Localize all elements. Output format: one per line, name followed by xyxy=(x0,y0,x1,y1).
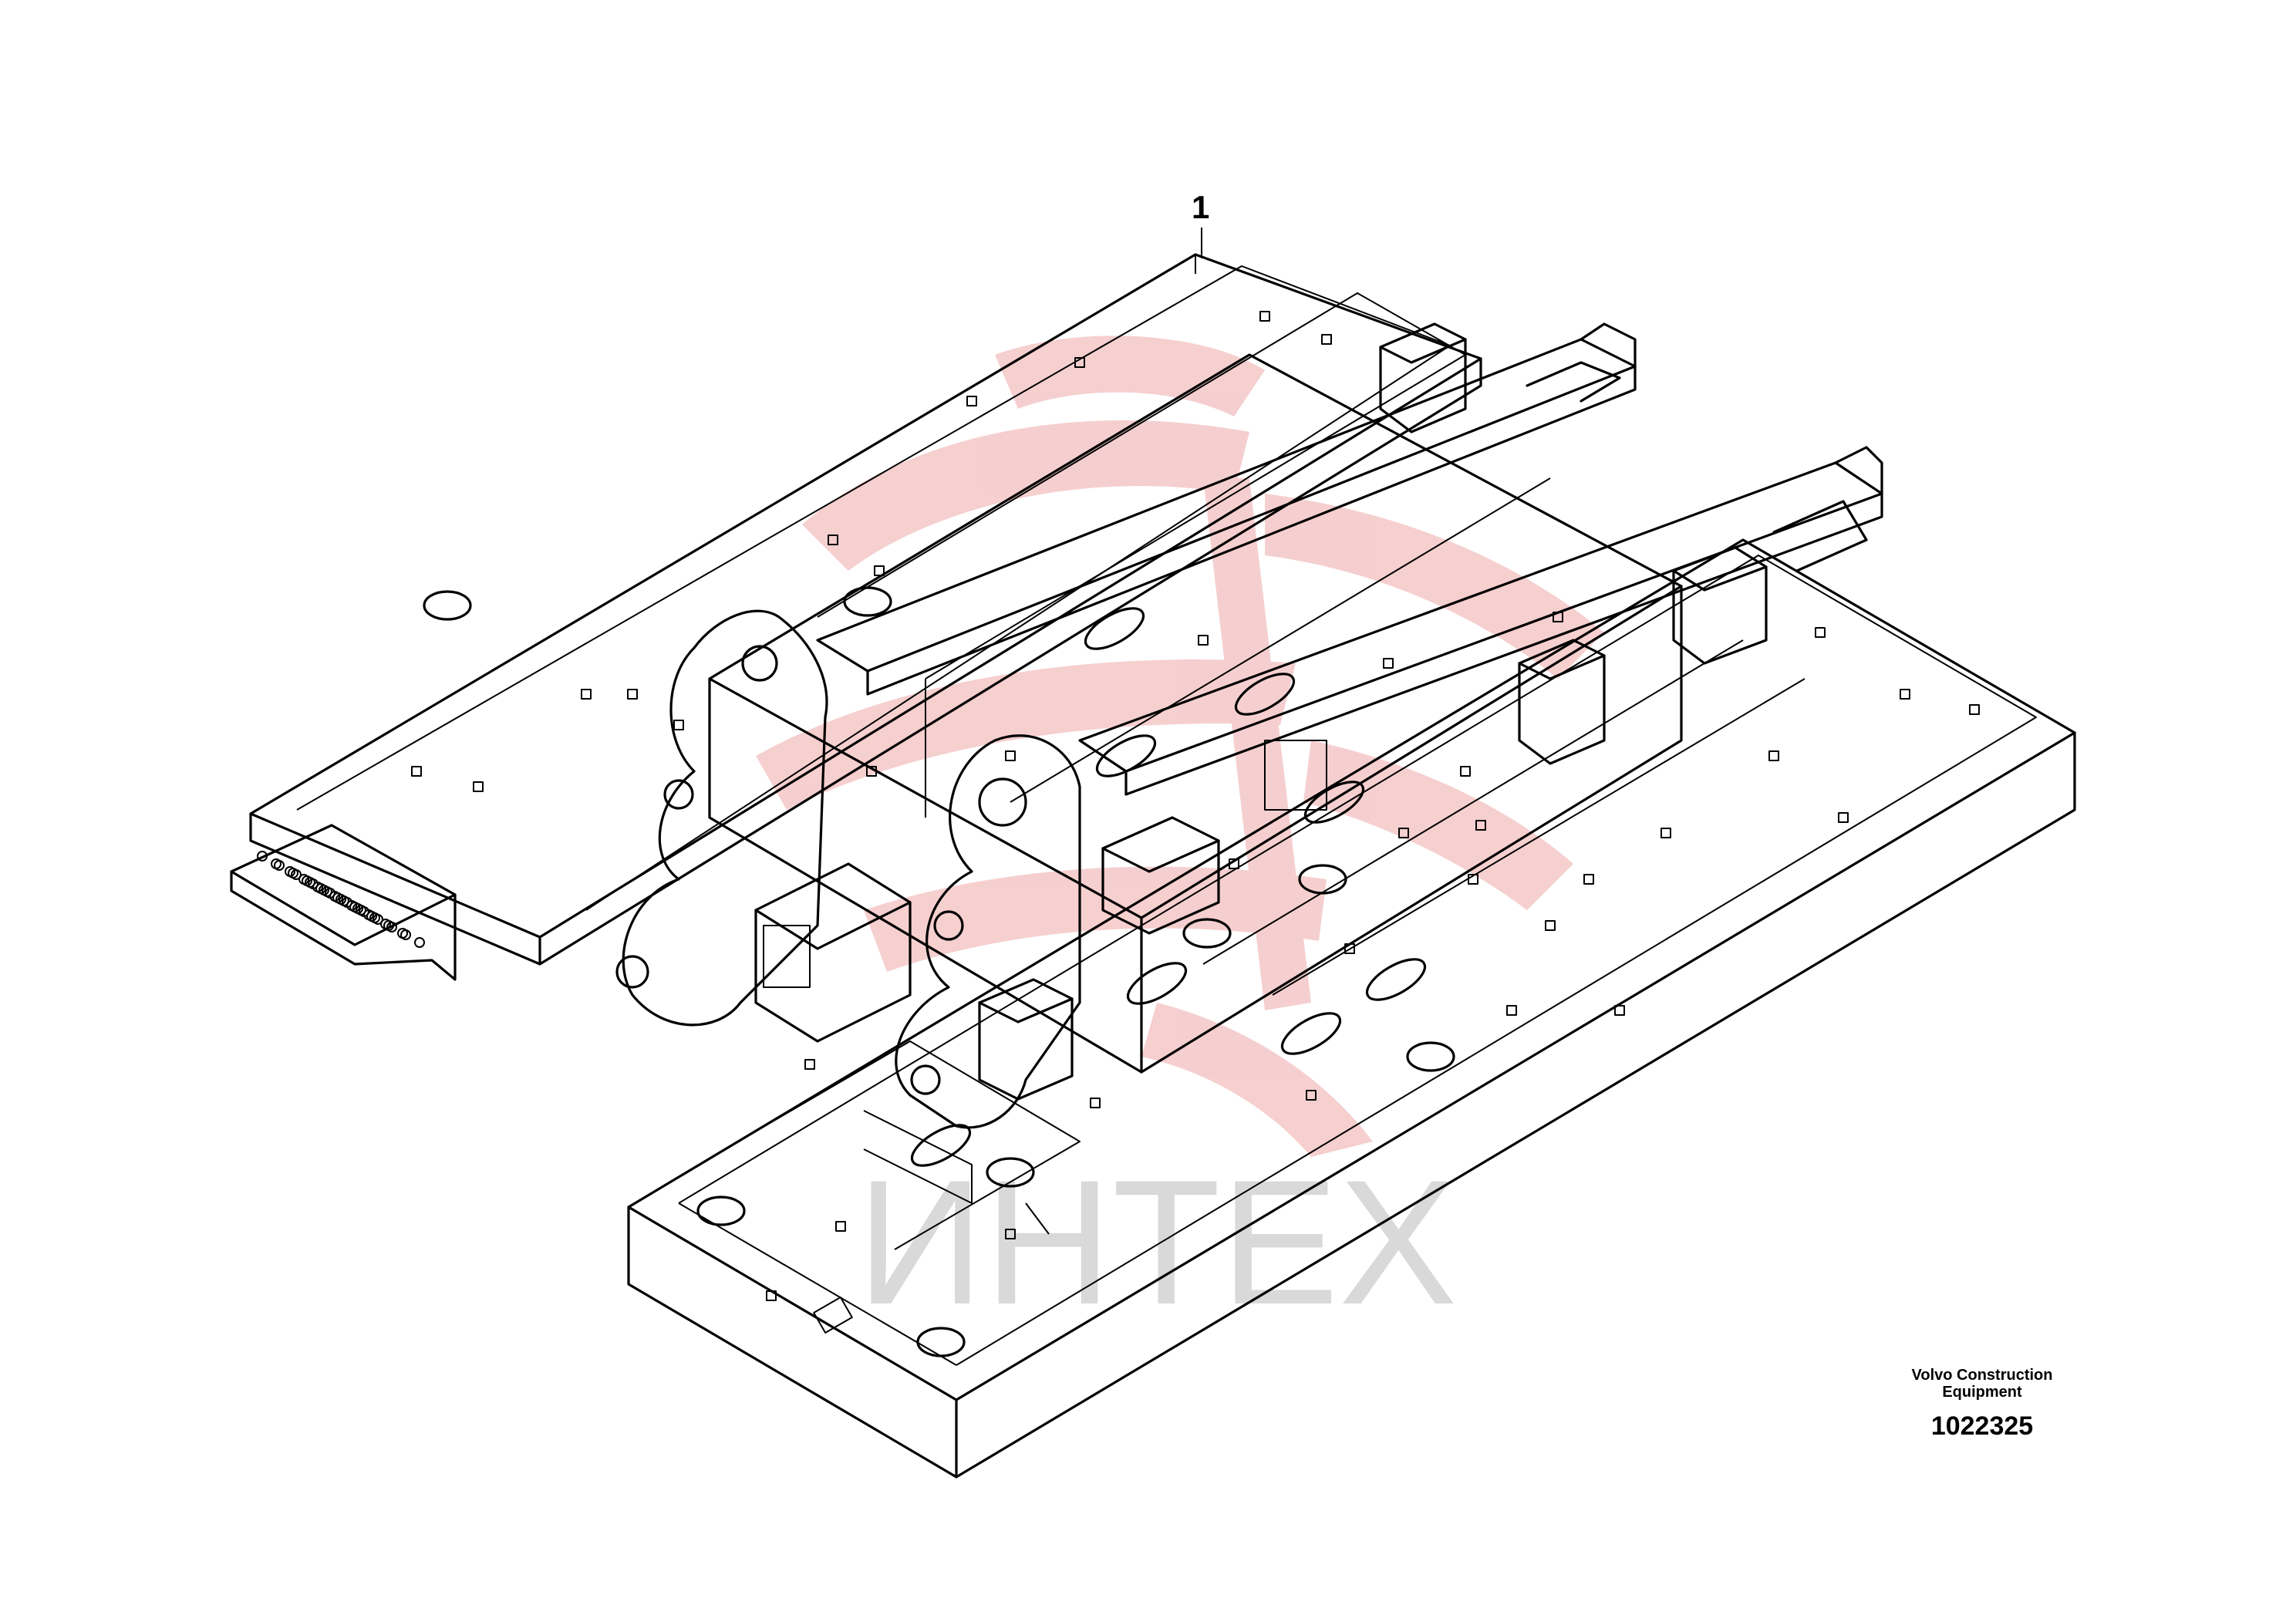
fastener-nut xyxy=(1306,1090,1317,1101)
oval-cutout xyxy=(1095,734,1157,777)
fastener-nut xyxy=(1969,704,1980,715)
oval-cutout xyxy=(1365,958,1427,1001)
fastener-nut xyxy=(766,1290,777,1301)
oval-cutout xyxy=(910,1124,972,1167)
boom-mount-bracket-left xyxy=(615,609,828,1027)
boom-beam-upper xyxy=(816,322,1637,696)
fastener-nut xyxy=(835,1221,846,1232)
boom-beam-lower xyxy=(1078,446,1883,796)
oval-cutout xyxy=(1126,962,1188,1005)
fastener-nut xyxy=(874,565,885,576)
step-hole xyxy=(298,874,309,885)
fastener-nut xyxy=(966,396,977,406)
fastener-nut xyxy=(1553,612,1563,622)
fastener-nut xyxy=(673,720,684,730)
tank-mount-brackets xyxy=(1379,322,1768,765)
fastener-nut xyxy=(1475,820,1486,831)
fastener-nut xyxy=(1398,828,1409,838)
fastener-nut xyxy=(627,689,638,700)
step-hole xyxy=(329,891,340,902)
step-hole xyxy=(380,919,391,929)
fastener-nut xyxy=(1583,874,1594,885)
fastener-nut xyxy=(1198,635,1209,646)
fastener-nut xyxy=(1506,1005,1517,1016)
oval-cutouts xyxy=(910,607,1427,1167)
fastener-nut xyxy=(473,781,484,792)
round-port xyxy=(423,590,472,621)
callout-label-1: 1 xyxy=(1192,189,1210,225)
part-number: 1022325 xyxy=(1930,1411,2034,1441)
fastener-nut xyxy=(1545,920,1556,931)
step-hole xyxy=(285,866,295,877)
round-ports xyxy=(423,586,1455,1357)
step-hole xyxy=(346,900,357,911)
fastener-nut xyxy=(866,766,877,777)
fastener-nut xyxy=(1614,1005,1625,1016)
fastener-nut xyxy=(1229,858,1239,869)
fastener-nut xyxy=(804,1059,815,1070)
fastener-nut xyxy=(411,766,422,777)
boom-mount-bracket-right xyxy=(895,734,1081,1129)
step-plate-holes xyxy=(257,851,425,948)
fastener-nut xyxy=(581,689,592,700)
oval-cutout xyxy=(1084,607,1145,650)
round-port xyxy=(1406,1041,1455,1072)
drawing-caption: Volvo Construction Equipment 1022325 xyxy=(1805,1367,2159,1442)
round-port xyxy=(696,1195,746,1226)
fastener-nut xyxy=(1321,334,1332,345)
round-port xyxy=(986,1157,1035,1188)
fastener-nut xyxy=(1900,689,1910,700)
company-name-line1: Volvo Construction xyxy=(1911,1367,2053,1384)
fastener-nut xyxy=(828,534,838,545)
fastener-nut xyxy=(1090,1098,1101,1108)
central-frame-body xyxy=(708,292,1805,1074)
fastener-nut xyxy=(1383,658,1394,669)
fastener-nut xyxy=(1259,311,1270,322)
round-port xyxy=(1298,864,1347,895)
step-hole xyxy=(363,909,374,920)
company-name-line2: Equipment xyxy=(1942,1384,2022,1401)
fastener-nut xyxy=(1005,750,1016,761)
step-hole xyxy=(312,882,323,892)
step-hole xyxy=(257,851,268,862)
step-hole xyxy=(397,928,408,939)
step-hole xyxy=(271,858,282,869)
fastener-nut xyxy=(1468,874,1478,885)
oval-cutout xyxy=(1280,1012,1342,1055)
round-port xyxy=(843,586,892,617)
watermark-logo xyxy=(756,336,1604,1157)
round-port xyxy=(1182,918,1232,949)
fasteners xyxy=(411,311,1980,1301)
fastener-nut xyxy=(1460,766,1471,777)
fastener-nut xyxy=(1074,357,1085,368)
fastener-nut xyxy=(1768,750,1779,761)
front-bracket-plates xyxy=(978,740,1327,1101)
oval-cutout xyxy=(1234,673,1296,716)
round-port xyxy=(916,1327,966,1357)
watermark-text: ИНТЕХ xyxy=(857,1143,1458,1341)
step-plate xyxy=(230,824,457,981)
fastener-nut xyxy=(1660,828,1671,838)
fastener-nut xyxy=(1005,1229,1016,1239)
boom-mid-support xyxy=(754,862,912,1043)
step-hole xyxy=(414,937,425,948)
left-side-deck xyxy=(249,253,1482,966)
fastener-nut xyxy=(1344,943,1355,954)
fastener-nut xyxy=(1838,812,1849,823)
lower-compartment xyxy=(724,1040,1081,1334)
fastener-nut xyxy=(1815,627,1826,638)
